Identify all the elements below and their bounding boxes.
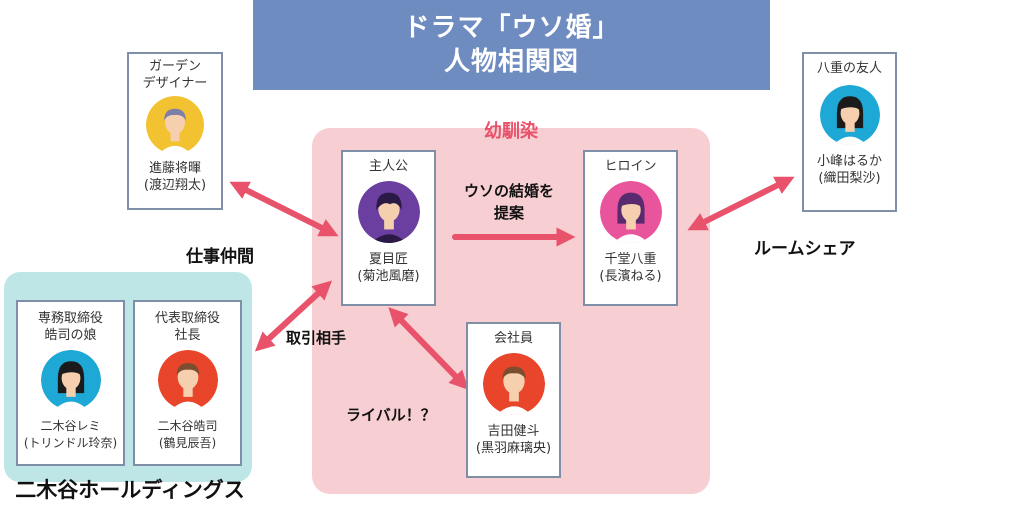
- male-avatar-icon: [157, 350, 218, 410]
- character-actor: (織田梨沙): [818, 171, 881, 186]
- relation-proposal-label-2: 提案: [493, 204, 524, 222]
- title-banner: ドラマ「ウソ婚」 人物相関図: [253, 0, 770, 90]
- childhood-friends-label: 幼馴染: [484, 121, 538, 142]
- character-card-komine: 八重の友人 小峰はるか (織田梨沙): [802, 52, 897, 212]
- male-avatar-icon: [146, 96, 204, 154]
- title-line-2: 人物相関図: [443, 47, 579, 77]
- character-name: 千堂八重: [604, 252, 657, 267]
- relation-work-label: 仕事仲間: [186, 247, 254, 267]
- company-label: 二木谷ホールディングス: [15, 478, 245, 502]
- female-avatar-icon: [819, 85, 880, 145]
- character-actor: (黒羽麻璃央): [475, 441, 552, 456]
- character-actor: (渡辺翔太): [143, 178, 207, 193]
- character-name: 小峰はるか: [816, 154, 882, 169]
- character-card-shindo: ガーデン デザイナー 進藤将暉 (渡辺翔太): [127, 52, 223, 210]
- character-actor: (トリンドル玲奈): [23, 436, 118, 450]
- character-role: 皓司の娘: [44, 328, 97, 343]
- relation-roomshare-label: ルームシェア: [754, 239, 856, 259]
- relation-rival-label: ライバル！？: [346, 406, 436, 424]
- character-card-remi: 専務取締役 皓司の娘 二木谷レミ (トリンドル玲奈): [16, 300, 125, 466]
- character-card-yoshida: 会社員 吉田健斗 (黒羽麻璃央): [466, 322, 561, 478]
- arrow-rival: [388, 307, 469, 390]
- character-name: 吉田健斗: [487, 424, 540, 439]
- character-role: 会社員: [493, 331, 533, 346]
- relation-business-label: 取引相手: [286, 329, 347, 347]
- character-role: 専務取締役: [37, 311, 103, 326]
- character-role: 代表取締役: [154, 311, 220, 326]
- character-card-sendo: ヒロイン 千堂八重 (長濱ねる): [583, 150, 678, 306]
- male-avatar-icon: [482, 353, 545, 415]
- character-name: 二木谷皓司: [157, 419, 218, 433]
- character-actor: (鶴見辰吾): [158, 436, 217, 450]
- character-role: デザイナー: [142, 76, 208, 91]
- title-line-1: ドラマ「ウソ婚」: [403, 13, 620, 43]
- character-actor: (長濱ねる): [599, 269, 662, 284]
- female-avatar-icon: [599, 181, 662, 243]
- relation-proposal-label-1: ウソの結婚を: [463, 182, 554, 200]
- character-role: 社長: [174, 328, 201, 343]
- arrow-work: [229, 181, 339, 237]
- character-actor: (菊池風磨): [357, 269, 420, 284]
- character-card-koji: 代表取締役 社長 二木谷皓司 (鶴見辰吾): [133, 300, 242, 466]
- character-role: ヒロイン: [604, 159, 657, 174]
- arrow-roomshare: [687, 176, 795, 231]
- character-role: ガーデン: [148, 59, 201, 74]
- character-role: 八重の友人: [816, 61, 882, 76]
- character-card-natsume: 主人公 夏目匠 (菊池風磨): [341, 150, 436, 306]
- character-name: 進藤将暉: [148, 161, 201, 176]
- male-avatar-icon: [357, 181, 420, 243]
- character-role: 主人公: [368, 159, 408, 174]
- female-avatar-icon: [40, 350, 101, 410]
- character-name: 二木谷レミ: [40, 419, 101, 433]
- arrow-business: [254, 280, 333, 352]
- character-name: 夏目匠: [368, 252, 408, 267]
